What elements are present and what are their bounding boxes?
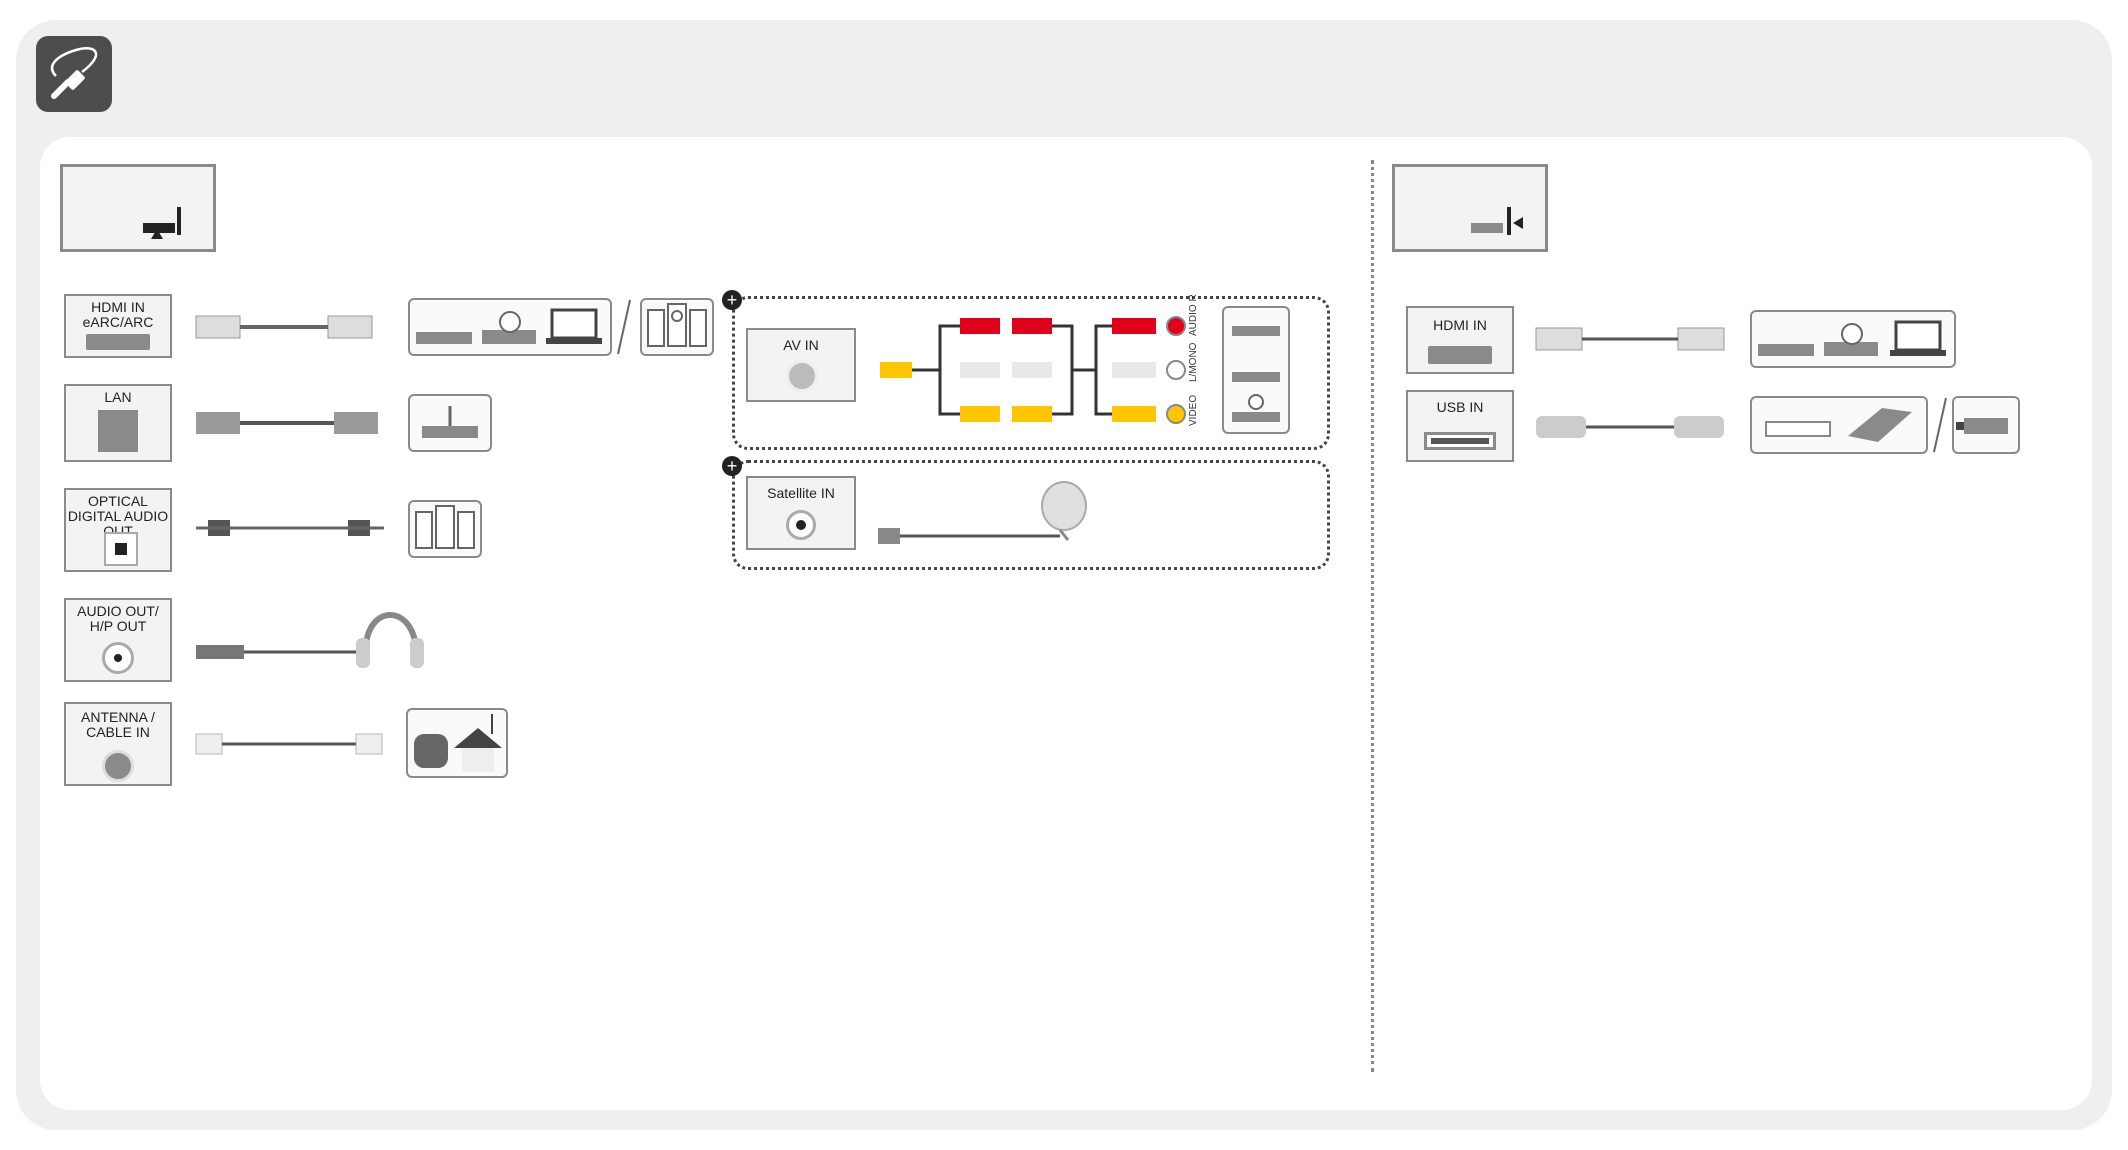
av-in-label: AV IN (783, 337, 819, 353)
usb-in-label: USB IN (1436, 399, 1484, 415)
optical-socket-icon (104, 532, 138, 566)
slash-separator (1930, 396, 1950, 454)
plus-icon: + (722, 290, 742, 310)
audio-out-label: AUDIO OUT/ H/P OUT (77, 603, 159, 634)
lan-cable-icon (196, 412, 378, 434)
hdmi-socket-icon (1428, 346, 1492, 364)
connection-cable-icon (36, 36, 112, 112)
lan-port: LAN (64, 384, 172, 462)
antenna-cable-icon (195, 733, 383, 755)
connection-panel (40, 137, 2092, 1110)
usb-hard-drive-icon (1750, 396, 1928, 454)
speaker-system-icon (640, 298, 714, 356)
satellite-label: Satellite IN (767, 485, 835, 501)
audio-cable-icon (196, 612, 424, 668)
av-in-port: AV IN (746, 328, 856, 402)
antenna-port: ANTENNA / CABLE IN (64, 702, 172, 786)
hdmi-cable-icon (195, 315, 373, 339)
tv-rear-side-panel-icon (1392, 164, 1548, 252)
optical-port: OPTICAL DIGITAL AUDIO OUT (64, 488, 172, 572)
hdmi-cable-icon (1535, 327, 1725, 351)
usb-socket-icon (1424, 432, 1496, 450)
ethernet-socket-icon (98, 410, 138, 452)
satellite-port: Satellite IN (746, 476, 856, 550)
usb-flash-drive-icon (1952, 396, 2020, 454)
hdmi-source-devices (1750, 310, 1956, 368)
av-source-devices (1222, 306, 1290, 434)
av-socket-icon (786, 360, 818, 392)
optical-cable-icon (196, 520, 384, 536)
audio-out-port: AUDIO OUT/ H/P OUT (64, 598, 172, 682)
hdmi-socket-icon (86, 334, 150, 350)
section-divider (1371, 160, 1374, 1072)
lan-label: LAN (104, 389, 132, 405)
satellite-socket-icon (786, 510, 816, 540)
hdmi-in-label: HDMI IN (1433, 317, 1487, 333)
sound-bar-icon (408, 500, 482, 558)
satellite-section (732, 460, 1330, 570)
slash-separator (614, 298, 634, 356)
headphone-jack-icon (102, 642, 134, 674)
router-icon (408, 394, 492, 452)
av-in-section (732, 296, 1330, 450)
usb-in-port: USB IN (1406, 390, 1514, 462)
hdmi-source-devices (408, 298, 612, 356)
usb-cable-icon (1536, 416, 1724, 438)
hdmi-earc-label: HDMI IN eARC/ARC (82, 299, 154, 330)
antenna-house-icon (406, 708, 508, 778)
hdmi-earc-port: HDMI IN eARC/ARC (64, 294, 172, 358)
hdmi-in-port: HDMI IN (1406, 306, 1514, 374)
tv-rear-bottom-panel-icon (60, 164, 216, 252)
coax-socket-icon (102, 750, 134, 782)
antenna-label: ANTENNA / CABLE IN (81, 709, 155, 740)
plus-icon: + (722, 456, 742, 476)
